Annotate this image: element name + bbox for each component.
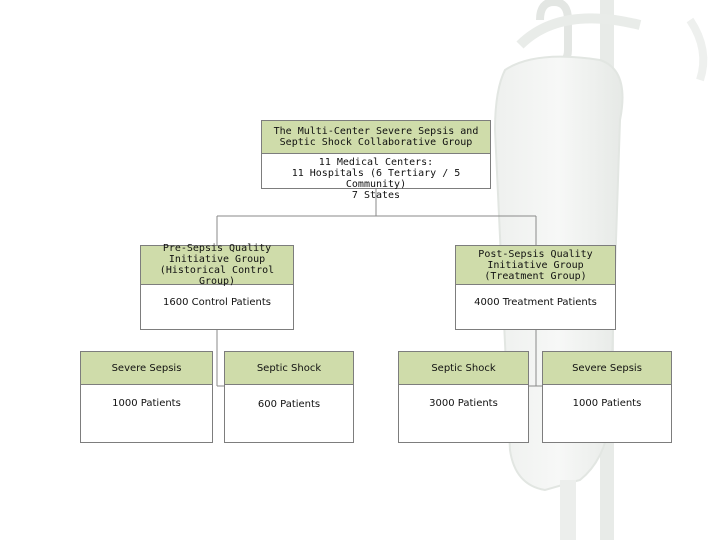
leaf-title: Severe Sepsis xyxy=(543,352,671,385)
pre-sepsis-group-title: Pre-Sepsis Quality Initiative Group (His… xyxy=(141,243,293,287)
post-sepsis-patient-count: 4000 Treatment Patients xyxy=(474,297,597,308)
collaborative-group-node: The Multi-Center Severe Sepsis and Septi… xyxy=(261,120,491,201)
post-sepsis-group-title: Post-Sepsis Quality Initiative Group (Tr… xyxy=(456,246,615,285)
leaf-patient-count: 3000 Patients xyxy=(429,398,498,409)
pre-sepsis-group-node: Pre-Sepsis Quality Initiative Group (His… xyxy=(140,243,294,330)
leaf-patient-count: 1000 Patients xyxy=(112,398,181,409)
leaf-node-post-septic-shock: Septic Shock 3000 Patients xyxy=(398,351,529,443)
leaf-title: Septic Shock xyxy=(399,352,528,385)
collaborative-group-title: The Multi-Center Severe Sepsis and Septi… xyxy=(262,121,490,154)
leaf-node-pre-severe-sepsis: Severe Sepsis 1000 Patients xyxy=(80,351,213,443)
leaf-node-pre-septic-shock: Septic Shock 600 Patients xyxy=(224,351,354,443)
iv-tube xyxy=(560,480,576,540)
post-sepsis-group-node: Post-Sepsis Quality Initiative Group (Tr… xyxy=(455,245,616,330)
leaf-node-post-severe-sepsis: Severe Sepsis 1000 Patients xyxy=(542,351,672,443)
pre-sepsis-patient-count: 1600 Control Patients xyxy=(163,297,271,308)
leaf-title: Severe Sepsis xyxy=(81,352,212,385)
collaborative-group-detail: 11 Medical Centers: 11 Hospitals (6 Tert… xyxy=(291,157,461,201)
leaf-patient-count: 1000 Patients xyxy=(572,398,642,409)
leaf-title: Septic Shock xyxy=(225,352,353,385)
leaf-patient-count: 600 Patients xyxy=(257,399,321,410)
